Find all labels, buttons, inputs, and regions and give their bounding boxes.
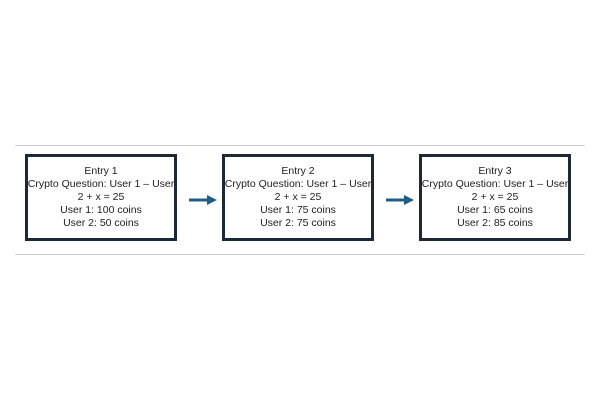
user1-balance: User 1: 65 coins	[457, 204, 533, 216]
user1-balance: User 1: 100 coins	[60, 204, 142, 216]
user2-balance: User 2: 75 coins	[260, 217, 336, 229]
entry-block-1: Entry 1 Crypto Question: User 1 – User 2…	[25, 154, 177, 241]
crypto-question-line-2: 2 + x = 25	[274, 191, 322, 203]
user1-balance: User 1: 75 coins	[260, 204, 336, 216]
entry-block-3: Entry 3 Crypto Question: User 1 – User 2…	[419, 154, 571, 241]
blockchain-diagram: Entry 1 Crypto Question: User 1 – User 2…	[15, 145, 585, 255]
right-arrow-icon	[189, 195, 217, 205]
user2-balance: User 2: 50 coins	[63, 217, 139, 229]
entry-title: Entry 2	[281, 165, 315, 177]
crypto-question-line-1: Crypto Question: User 1 – User	[27, 178, 175, 190]
entry-title: Entry 1	[84, 165, 118, 177]
crypto-question-line-1: Crypto Question: User 1 – User	[224, 178, 372, 190]
right-arrow-icon	[386, 195, 414, 205]
crypto-question-line-2: 2 + x = 25	[471, 191, 519, 203]
entry-block-2: Entry 2 Crypto Question: User 1 – User 2…	[222, 154, 374, 241]
user2-balance: User 2: 85 coins	[457, 217, 533, 229]
crypto-question-line-1: Crypto Question: User 1 – User	[421, 178, 569, 190]
entry-title: Entry 3	[478, 165, 512, 177]
crypto-question-line-2: 2 + x = 25	[77, 191, 125, 203]
